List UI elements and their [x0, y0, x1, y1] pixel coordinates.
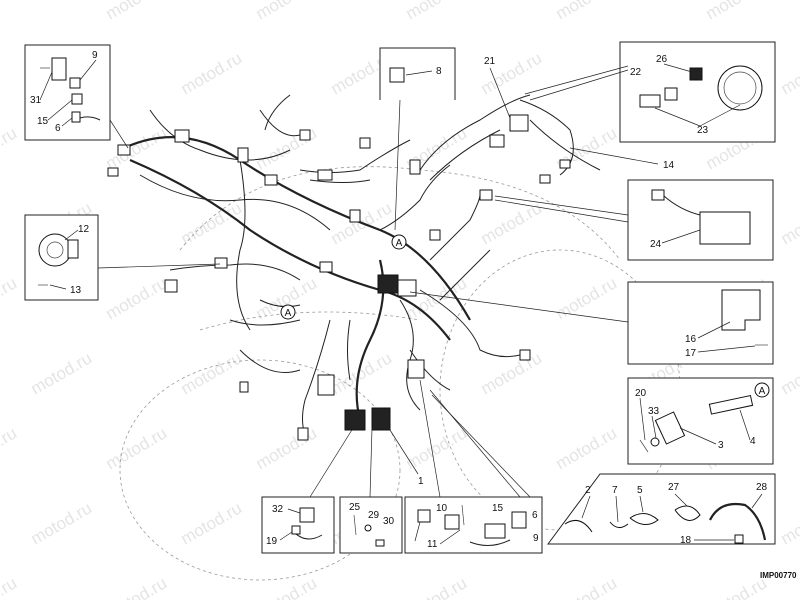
label-9: 9 [92, 50, 98, 61]
label-21: 21 [484, 56, 496, 67]
label-3: 3 [718, 440, 724, 451]
inset-bottom-25: 25 29 30 [339, 427, 403, 554]
inset-top-left: 9 31 15 6 [24, 44, 129, 149]
label-15b: 15 [492, 503, 504, 514]
label-6: 6 [55, 123, 61, 134]
label-24: 24 [650, 239, 662, 250]
label-18: 18 [680, 535, 692, 546]
watermark-text: motod.ru [778, 48, 800, 98]
watermark-text: motod.ru [0, 423, 20, 473]
watermark-text: motod.ru [103, 573, 171, 600]
inset-bracket: 16 17 [409, 281, 774, 365]
label-4: 4 [750, 436, 756, 447]
label-31: 31 [30, 95, 42, 106]
label-19: 19 [266, 536, 278, 547]
label-11: 11 [427, 539, 438, 550]
watermark-text: motod.ru [553, 573, 621, 600]
watermark-text: motod.ru [553, 0, 621, 23]
inset-bottom-32: 32 19 [261, 424, 356, 554]
label-10: 10 [436, 503, 448, 514]
watermark-text: motod.ru [253, 423, 321, 473]
connectors [107, 114, 571, 441]
watermark-text: motod.ru [178, 348, 246, 398]
label-28: 28 [756, 482, 768, 493]
watermark-text: motod.ru [103, 423, 171, 473]
watermark-text: motod.ru [403, 0, 471, 23]
watermark-text: motod.ru [0, 573, 20, 600]
svg-text:A: A [285, 308, 292, 319]
watermark-text: motod.ru [103, 123, 171, 173]
label-22: 22 [630, 67, 642, 78]
callout-a-main-1: A [391, 234, 407, 250]
watermark-text: motod.ru [553, 423, 621, 473]
label-32: 32 [272, 504, 284, 515]
callout-a-main-2: A [280, 304, 296, 320]
watermark-text: motod.ru [778, 198, 800, 248]
label-8: 8 [436, 66, 442, 77]
watermark-text: motod.ru [0, 123, 20, 173]
inset-ecu-24: 24 [494, 179, 774, 261]
watermark-text: motod.ru [28, 348, 96, 398]
watermark-text: motod.ru [403, 573, 471, 600]
watermark-text: motod.ru [703, 0, 771, 23]
inset-horn: 12 13 [24, 214, 221, 301]
label-16: 16 [685, 334, 697, 345]
label-33: 33 [648, 406, 660, 417]
label-6b: 6 [532, 510, 538, 521]
label-17: 17 [685, 348, 697, 359]
label-27: 27 [668, 482, 680, 493]
label-1: 1 [418, 476, 424, 487]
inset-speed-sensor: A 20 33 3 4 [627, 377, 774, 465]
drawing-code: IMP00770 [760, 571, 797, 580]
watermark-text: motod.ru [0, 273, 20, 323]
label-1-group: 1 [389, 429, 424, 487]
watermark-text: motod.ru [778, 498, 800, 548]
label-2: 2 [585, 485, 591, 496]
svg-text:A: A [759, 386, 766, 397]
watermark-text: motod.ru [178, 498, 246, 548]
watermark-text: motod.ru [478, 198, 546, 248]
callout-a-inset: A [754, 382, 770, 398]
label-23: 23 [697, 125, 709, 136]
watermark-text: motod.ru [178, 198, 246, 248]
label-9b: 9 [533, 533, 539, 544]
label-12: 12 [78, 224, 90, 235]
watermark-text: motod.ru [103, 0, 171, 23]
label-20: 20 [635, 388, 647, 399]
label-15: 15 [37, 116, 49, 127]
label-13: 13 [70, 285, 82, 296]
watermark-text: motod.ru [178, 48, 246, 98]
watermark-text: motod.ru [253, 573, 321, 600]
inset-top-right: 21 22 26 23 14 [484, 41, 776, 171]
inset-clips: 2 7 5 27 28 18 [547, 473, 776, 546]
inset-relay-8: 8 [379, 47, 456, 231]
label-30: 30 [383, 516, 395, 527]
watermark-text: motod.ru [253, 0, 321, 23]
svg-text:A: A [396, 238, 403, 249]
watermark-text: motod.ru [328, 348, 396, 398]
watermark-text: motod.ru [0, 0, 20, 23]
watermark-text: motod.ru [778, 348, 800, 398]
label-29: 29 [368, 510, 380, 521]
label-25: 25 [349, 502, 361, 513]
watermark-text: motod.ru [103, 273, 171, 323]
label-5: 5 [637, 485, 643, 496]
label-7: 7 [612, 485, 618, 496]
label-26: 26 [656, 54, 668, 65]
inset-bottom-mid: 10 15 6 11 9 [404, 379, 543, 554]
watermark-text: motod.ru [28, 498, 96, 548]
label-14: 14 [663, 160, 675, 171]
